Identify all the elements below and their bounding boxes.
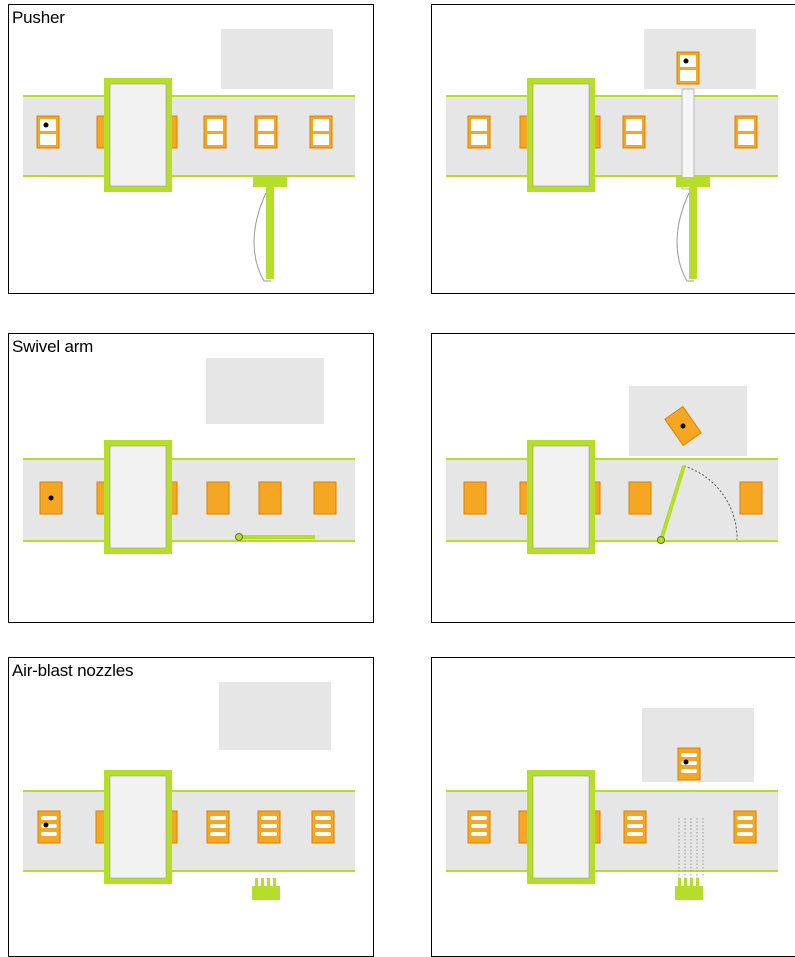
panel-pusher-after (431, 4, 795, 294)
pusher-head (676, 177, 710, 187)
panel-air-before: Air-blast nozzles (8, 657, 374, 957)
conveyor-belt (23, 790, 355, 872)
product (463, 481, 487, 515)
scanner-tunnel (532, 775, 590, 879)
reject-bin (221, 29, 333, 89)
scanner-tunnel (532, 445, 590, 549)
product (309, 115, 333, 149)
pusher-extended-rod (681, 88, 695, 190)
label-pusher: Pusher (12, 8, 65, 27)
conveyor-belt (446, 790, 778, 872)
product-marked (39, 481, 63, 515)
scanner-tunnel (109, 83, 167, 187)
product (467, 115, 491, 149)
diagram-swivel-after (446, 386, 778, 554)
diagram-air-after (446, 708, 778, 900)
diagram-air-before (23, 682, 355, 900)
product (206, 481, 230, 515)
air-blast-stream (678, 818, 704, 878)
scanner-tunnel (109, 445, 167, 549)
panel-air-after (431, 657, 795, 957)
product (206, 810, 230, 844)
pusher-rod (266, 187, 274, 279)
product (734, 115, 758, 149)
label-swivel-arm: Swivel arm (12, 337, 94, 356)
product-rejected (676, 51, 700, 85)
swivel-arm (659, 465, 686, 541)
product (203, 115, 227, 149)
swivel-pivot (235, 533, 243, 541)
pusher-cable (676, 192, 694, 282)
pusher-head (253, 177, 287, 187)
diagram-swivel-before (23, 358, 355, 554)
diagram-pusher-before (23, 29, 355, 282)
product (311, 810, 335, 844)
product (257, 810, 281, 844)
product (622, 115, 646, 149)
scanner-tunnel (109, 775, 167, 879)
product (623, 810, 647, 844)
reject-bin (219, 682, 331, 750)
conveyor-belt (446, 95, 778, 177)
scanner-tunnel (532, 83, 590, 187)
product (467, 810, 491, 844)
product (739, 481, 763, 515)
panel-swivel-before: Swivel arm (8, 333, 374, 623)
air-nozzle-block (252, 878, 280, 900)
product-rejected (664, 405, 702, 447)
air-nozzle-block (675, 878, 703, 900)
conveyor-belt (23, 95, 355, 177)
label-air-blast: Air-blast nozzles (12, 661, 134, 680)
product (258, 481, 282, 515)
product-marked (37, 810, 61, 844)
conveyor-belt (446, 458, 778, 542)
product (254, 115, 278, 149)
product (313, 481, 337, 515)
reject-bin (206, 358, 324, 424)
panel-pusher-before: Pusher (8, 4, 374, 294)
swivel-path (683, 465, 738, 541)
product (628, 481, 652, 515)
product (733, 810, 757, 844)
swivel-pivot (657, 536, 665, 544)
panel-swivel-after (431, 333, 795, 623)
conveyor-belt (23, 458, 355, 542)
product-rejected (677, 747, 701, 781)
diagram-pusher-after (446, 29, 778, 282)
pusher-cable (253, 192, 271, 282)
pusher-rod (689, 187, 697, 279)
product-marked (36, 115, 60, 149)
reject-bin (644, 29, 756, 89)
